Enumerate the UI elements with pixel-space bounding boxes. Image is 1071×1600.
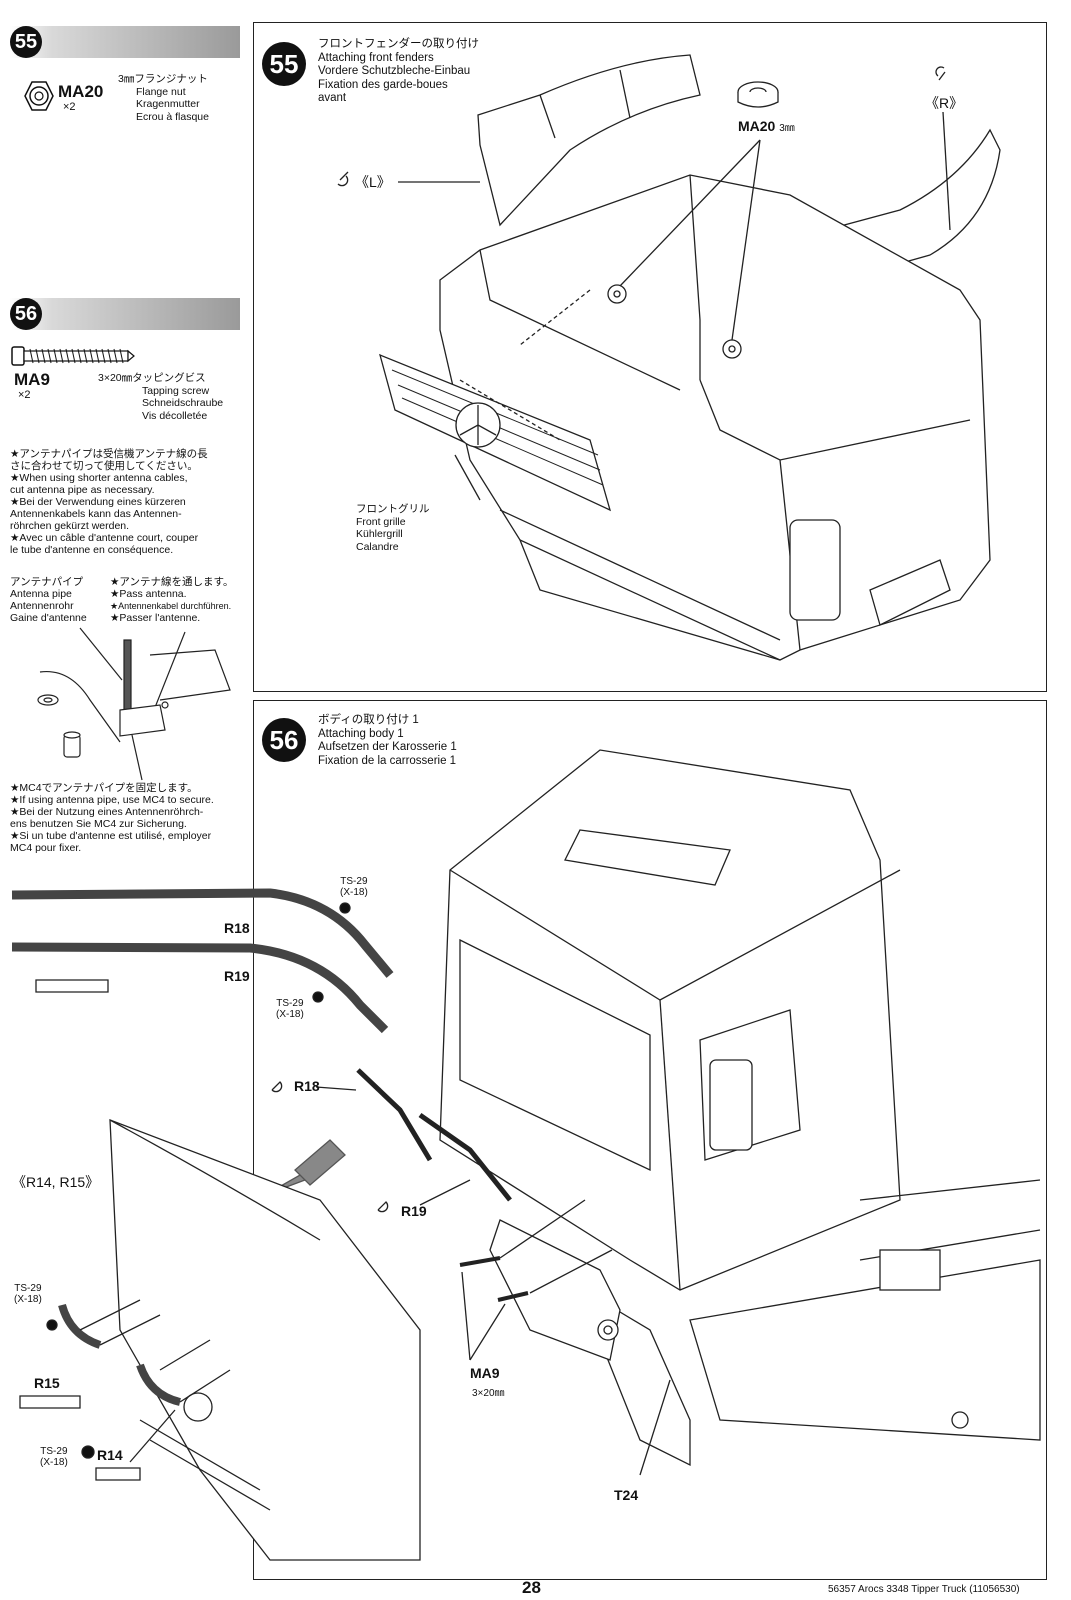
mc4-secure-note: ★MC4でアンテナパイプを固定します。 ★If using antenna pi… bbox=[10, 782, 214, 854]
step-55-panel bbox=[253, 22, 1047, 692]
r18-wiper-label: R18 bbox=[224, 920, 250, 936]
r14-handle-label: R14 bbox=[97, 1447, 123, 1463]
front-grille-label: フロントグリル Front grille Kühlergrill Calandr… bbox=[356, 503, 430, 553]
r18-part-label: R18 bbox=[294, 1078, 320, 1094]
antenna-pipe-drawing bbox=[37, 627, 231, 781]
ts29-label-b: TS-29 (X-18) bbox=[276, 998, 304, 1020]
panel-55-title: フロントフェンダーの取り付け Attaching front fenders V… bbox=[318, 38, 479, 104]
panel-56-title: ボディの取り付け 1 Attaching body 1 Aufsetzen de… bbox=[318, 714, 457, 767]
r19-wiper-label: R19 bbox=[224, 968, 250, 984]
product-code: 56357 Arocs 3348 Tipper Truck (11056530) bbox=[828, 1584, 1020, 1595]
antenna-cut-note: ★アンテナパイプは受信機アンテナ線の長 さに合わせて切って使用してください。 ★… bbox=[10, 448, 208, 556]
panel-55-number: 55 bbox=[262, 42, 306, 86]
ts29-label-d: TS-29 (X-18) bbox=[40, 1446, 68, 1468]
ma9-qty: ×2 bbox=[18, 389, 31, 401]
ma9-part-code: MA9 bbox=[14, 370, 50, 389]
ma20-part-code: MA20 bbox=[58, 82, 104, 101]
panel-56-ma9-size: 3×20㎜ bbox=[472, 1388, 505, 1399]
ts29-label-c: TS-29 (X-18) bbox=[14, 1283, 42, 1305]
step-56-header-bar bbox=[10, 298, 240, 330]
ts29-label-a: TS-29 (X-18) bbox=[340, 876, 368, 898]
t24-label: T24 bbox=[614, 1487, 639, 1503]
panel-56-ma9-label: MA9 bbox=[470, 1365, 500, 1381]
right-fender-label: 《R》 bbox=[925, 95, 964, 111]
ma9-description: 3×20㎜タッピングビス Tapping screw Schneidschrau… bbox=[98, 372, 224, 422]
left-fender-label: 《L》 bbox=[355, 174, 391, 190]
ma20-description: 3㎜フランジナット Flange nut Kragenmutter Ecrou … bbox=[118, 73, 209, 123]
page-number: 28 bbox=[522, 1578, 541, 1597]
pass-antenna-label: ★アンテナ線を通します。 ★Pass antenna. ★Antennenkab… bbox=[110, 576, 234, 624]
step-56-panel bbox=[253, 700, 1047, 1580]
r19-part-label: R19 bbox=[401, 1203, 427, 1219]
step-56-number: 56 bbox=[10, 298, 42, 330]
panel-55-ma20-label: MA20 3㎜ bbox=[738, 118, 795, 134]
flange-nut-icon bbox=[24, 81, 54, 111]
step-55-number: 55 bbox=[10, 26, 42, 58]
ma20-qty: ×2 bbox=[63, 101, 76, 113]
r15-handle-label: R15 bbox=[34, 1375, 60, 1391]
step-55-header-bar bbox=[10, 26, 240, 58]
panel-56-number: 56 bbox=[262, 718, 306, 762]
tapping-screw-icon bbox=[11, 346, 135, 366]
r14-r15-label: 《R14, R15》 bbox=[12, 1174, 100, 1190]
antenna-pipe-label: アンテナパイプ Antenna pipe Antennenrohr Gaine … bbox=[10, 576, 87, 624]
